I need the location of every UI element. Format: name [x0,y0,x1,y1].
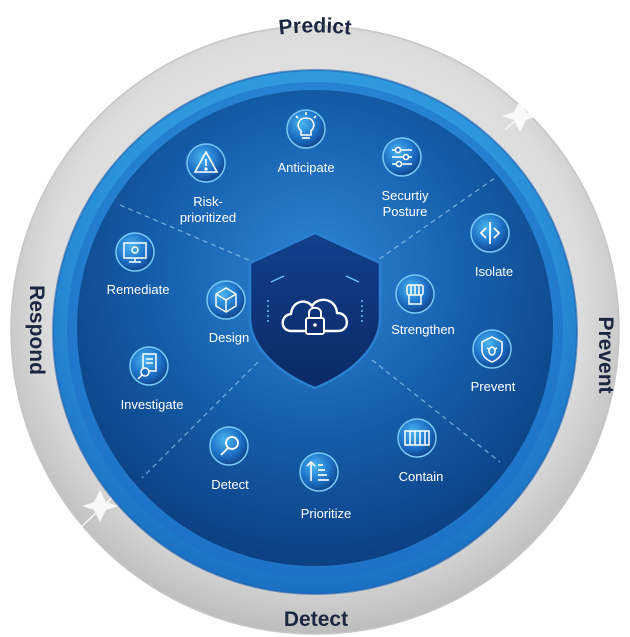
capability-contain: Contain [397,418,444,484]
capability-anticipate: Anticipate [277,109,335,175]
capability-investigate: Investigate [121,346,184,412]
label-prioritize: Prioritize [301,506,352,521]
label-design: Design [209,330,249,345]
document-search-icon [137,353,157,380]
shield-bug-icon [481,336,503,363]
label-detect: Detect [211,477,249,492]
label-risk-prioritized-line2: prioritized [180,210,236,225]
capability-isolate: Isolate [470,213,513,279]
cloud-lock-icon [281,298,349,335]
capability-prevent: Prevent [471,329,516,394]
sort-list-icon [306,460,329,481]
magnifier-icon [220,436,239,456]
capability-detect: Detect [209,426,249,492]
cubes-icon [215,287,237,313]
outer-label-detect: Detect [284,608,348,631]
capability-security-posture: Securtiy Posture [382,137,429,219]
capability-remediate: Remediate [107,232,170,297]
fist-icon [406,284,424,305]
label-contain: Contain [399,469,444,484]
container-icon [404,430,430,446]
label-prevent: Prevent [471,379,516,394]
capability-risk-prioritized: Risk- prioritized [180,143,236,225]
warning-icon [193,150,219,173]
label-security-posture-line1: Securtiy [382,188,429,203]
center-shield [248,231,382,390]
outer-label-respond: Respond [25,285,48,375]
capability-prioritize: Prioritize [299,452,352,521]
capability-design: Design [206,280,249,345]
sliders-icon [392,146,412,168]
lightbulb-icon [295,112,317,139]
label-anticipate: Anticipate [277,160,334,175]
quadrant-dividers [119,177,501,479]
label-strengthen: Strengthen [391,322,455,337]
label-remediate: Remediate [107,282,170,297]
label-investigate: Investigate [121,397,184,412]
capability-strengthen: Strengthen [391,274,455,337]
monitor-icon [123,242,147,263]
label-security-posture-line2: Posture [383,204,428,219]
split-arrows-icon [479,222,501,244]
label-isolate: Isolate [475,264,513,279]
outer-label-predict: Predict [278,14,353,39]
outer-label-prevent: Prevent [594,316,617,393]
label-risk-prioritized-line1: Risk- [193,194,223,209]
